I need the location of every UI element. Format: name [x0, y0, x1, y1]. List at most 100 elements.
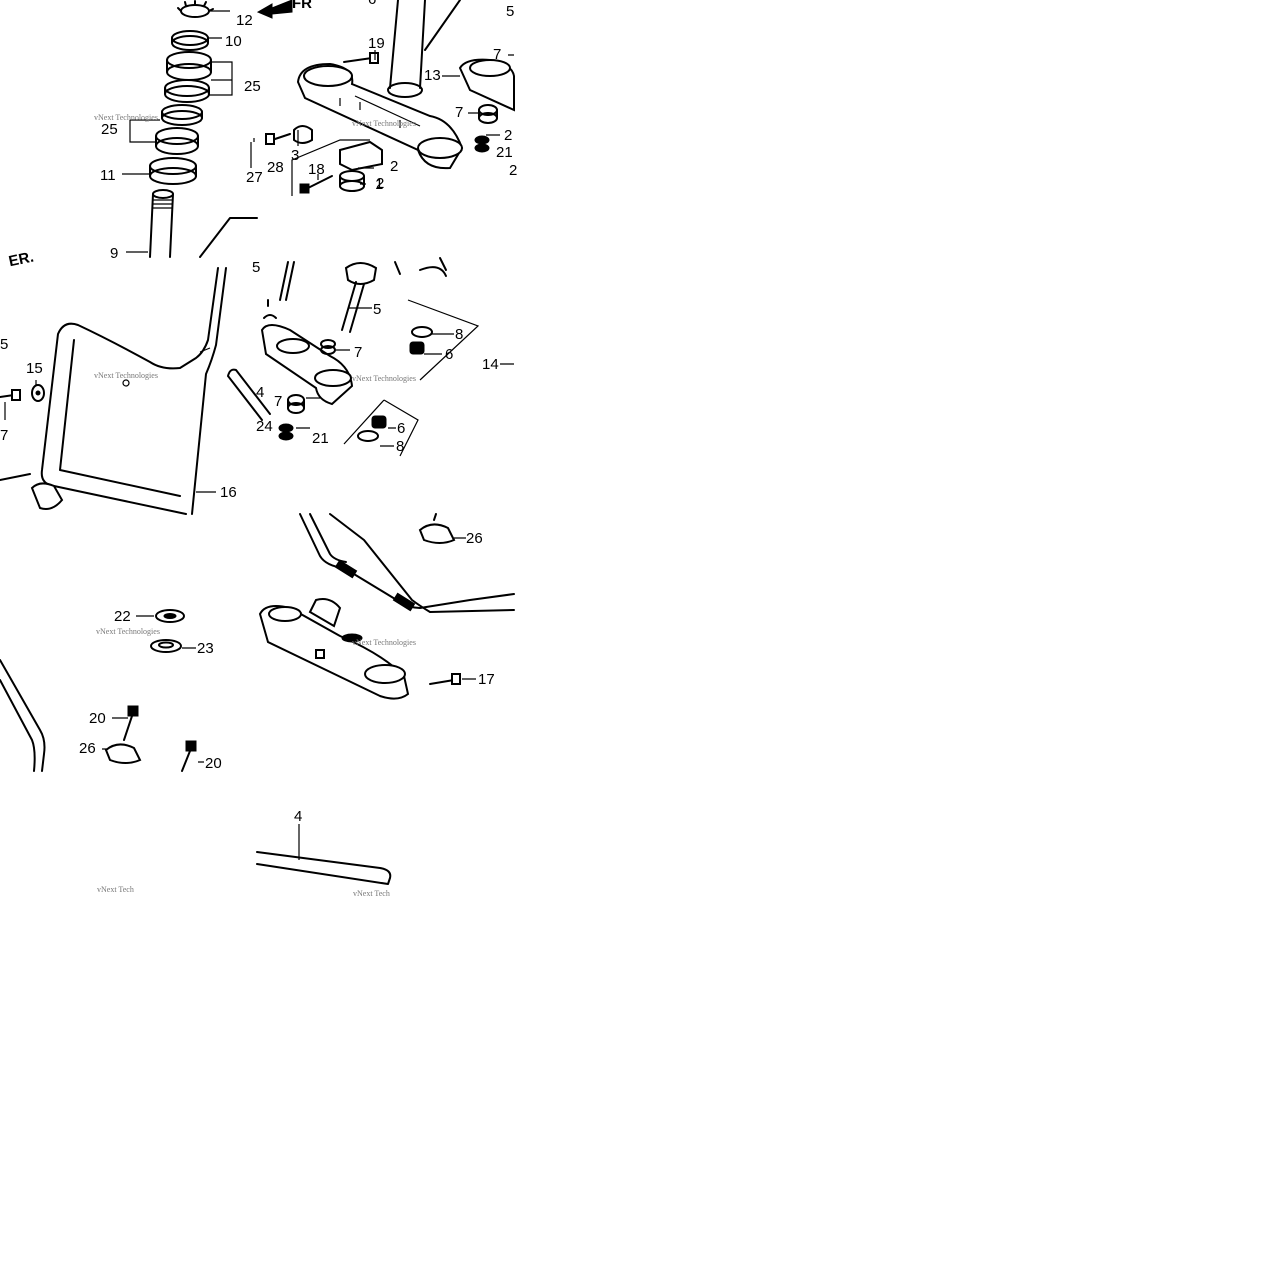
tile-steering-stem-bearings: FR ER. 12 10 25 25 11 9 vNext Technologi… — [7, 0, 312, 270]
callout-7d: 7 — [274, 393, 282, 410]
svg-text:7: 7 — [0, 427, 8, 444]
callout-4: 4 — [294, 808, 302, 825]
part-26-holder-a[interactable] — [104, 743, 142, 764]
part-20-bolt-b[interactable] — [181, 740, 197, 772]
part-16-number-plate[interactable] — [40, 267, 227, 515]
part-9-steering-stem[interactable] — [149, 189, 258, 258]
part-19-bolt[interactable] — [343, 52, 379, 64]
callout-13: 13 — [424, 67, 441, 84]
part-handlebar[interactable] — [299, 513, 515, 613]
svg-text:2: 2 — [504, 127, 512, 144]
part-18-bolt[interactable] — [299, 175, 333, 194]
callout-16: 16 — [220, 484, 237, 501]
callout-9: 9 — [110, 245, 118, 262]
part-6-fork-pipe[interactable] — [387, 0, 461, 98]
callout-18: 18 — [308, 161, 325, 178]
callout-26b: 26 — [466, 530, 483, 547]
svg-text:FR: FR — [292, 0, 312, 12]
svg-text:vNext Technologies: vNext Technologies — [96, 627, 160, 636]
svg-text:4: 4 — [256, 384, 264, 401]
callout-19: 19 — [368, 35, 385, 52]
callout-5: 5 — [373, 301, 381, 318]
part-23-washer[interactable] — [150, 639, 182, 653]
svg-text:vNext Tech: vNext Tech — [353, 889, 390, 898]
part-22-washer[interactable] — [155, 609, 185, 623]
tile-number-plate: 5 15 7 16 vNext Technologies — [0, 267, 237, 515]
callout-22: 22 — [114, 608, 131, 625]
part-5-fork-bolt[interactable] — [279, 261, 378, 333]
callout-8: 8 — [455, 326, 463, 343]
svg-text:vNext Technologies: vNext Technologies — [94, 113, 158, 122]
callout-28: 28 — [267, 159, 284, 176]
callout-7: 7 — [493, 46, 501, 63]
callout-10: 10 — [225, 33, 242, 50]
part-20-bolt-a[interactable] — [123, 705, 139, 741]
part-2-holder[interactable] — [339, 140, 383, 172]
callout-24: 24 — [256, 418, 273, 435]
part-10-adjusting-nut[interactable] — [171, 30, 209, 51]
svg-text:vNext Technologies: vNext Technologies — [94, 371, 158, 380]
part-28-bolt[interactable] — [265, 133, 291, 145]
svg-text:vNext Technologies: vNext Technologies — [352, 119, 416, 128]
callout-11: 11 — [100, 167, 116, 184]
callout-26: 26 — [79, 740, 96, 757]
part-7-nut-a[interactable] — [320, 339, 336, 355]
part-7-nut-b[interactable] — [287, 394, 305, 414]
svg-text:2: 2 — [376, 175, 384, 192]
callout-14: 14 — [482, 356, 499, 373]
svg-text:2: 2 — [509, 162, 517, 179]
svg-text:5: 5 — [506, 3, 514, 20]
tile-washers-bolts: 22 23 20 26 20 vNext Technologies — [0, 608, 222, 772]
part-26-holder-b[interactable] — [418, 513, 456, 544]
callout-17: 17 — [478, 671, 495, 688]
part-15-washer[interactable] — [31, 384, 45, 402]
tile-handlebar-holder: 5 5 8 6 14 7 4 7 24 21 6 8 vNext Technol… — [227, 257, 514, 457]
callout-7c: 7 — [354, 344, 362, 361]
part-13-top-bridge[interactable] — [296, 62, 464, 170]
tile-cable: 4 vNext Tech — [256, 808, 392, 898]
callout-20: 20 — [89, 710, 106, 727]
callout-21b: 21 — [312, 430, 329, 447]
callout-8b: 8 — [396, 438, 404, 455]
part-12-lock-nut[interactable] — [177, 0, 214, 18]
part-24-tube[interactable] — [227, 368, 271, 421]
svg-text:5: 5 — [252, 259, 260, 276]
svg-text:vNext Tech: vNext Tech — [97, 885, 134, 894]
part-7-nut[interactable] — [478, 104, 498, 124]
tile-upper-bracket: 6 5 19 7 13 7 2 21 2 3 28 2 18 2 1 27 vN… — [246, 0, 517, 196]
part-3-clamp[interactable] — [293, 125, 313, 144]
tile-handlebar: 26 17 vNext Technologies — [258, 513, 515, 700]
front-arrow: FR — [256, 0, 312, 19]
svg-text:27: 27 — [246, 169, 263, 186]
part-21-nut-b[interactable] — [278, 423, 294, 441]
callout-15: 15 — [26, 360, 43, 377]
part-11-dust-seal[interactable] — [149, 157, 197, 185]
part-25-lower-bearing[interactable] — [155, 104, 203, 155]
svg-text:vNext Technologies: vNext Technologies — [352, 638, 416, 647]
part-17-bolt[interactable] — [429, 673, 461, 685]
part-8-6-collars[interactable] — [357, 326, 433, 442]
part-13-right-bridge[interactable] — [458, 58, 515, 112]
callout-23: 23 — [197, 640, 214, 657]
part-7-bolt[interactable] — [0, 389, 21, 401]
part-lower-bracket[interactable] — [258, 598, 410, 700]
callout-7b: 7 — [455, 104, 463, 121]
callout-2: 2 — [390, 158, 398, 175]
callout-25b: 25 — [101, 121, 118, 138]
svg-text:5: 5 — [0, 336, 8, 353]
part-25-upper-bearing[interactable] — [164, 51, 212, 103]
callout-21: 21 — [496, 144, 513, 161]
svg-text:vNext Technologies: vNext Technologies — [352, 374, 416, 383]
callout-1: 1 — [375, 176, 383, 193]
part-1-grommet[interactable] — [339, 170, 365, 192]
part-13-bridge-lower[interactable] — [260, 324, 354, 406]
part-4-cable[interactable] — [256, 824, 392, 885]
callout-6: 6 — [445, 346, 453, 363]
callout-6b: 6 — [397, 420, 405, 437]
svg-text:ER.: ER. — [7, 249, 35, 271]
callout-20b: 20 — [205, 755, 222, 772]
callout-3: 3 — [291, 147, 299, 164]
svg-text:6: 6 — [368, 0, 376, 8]
part-21-nut[interactable] — [474, 135, 490, 153]
